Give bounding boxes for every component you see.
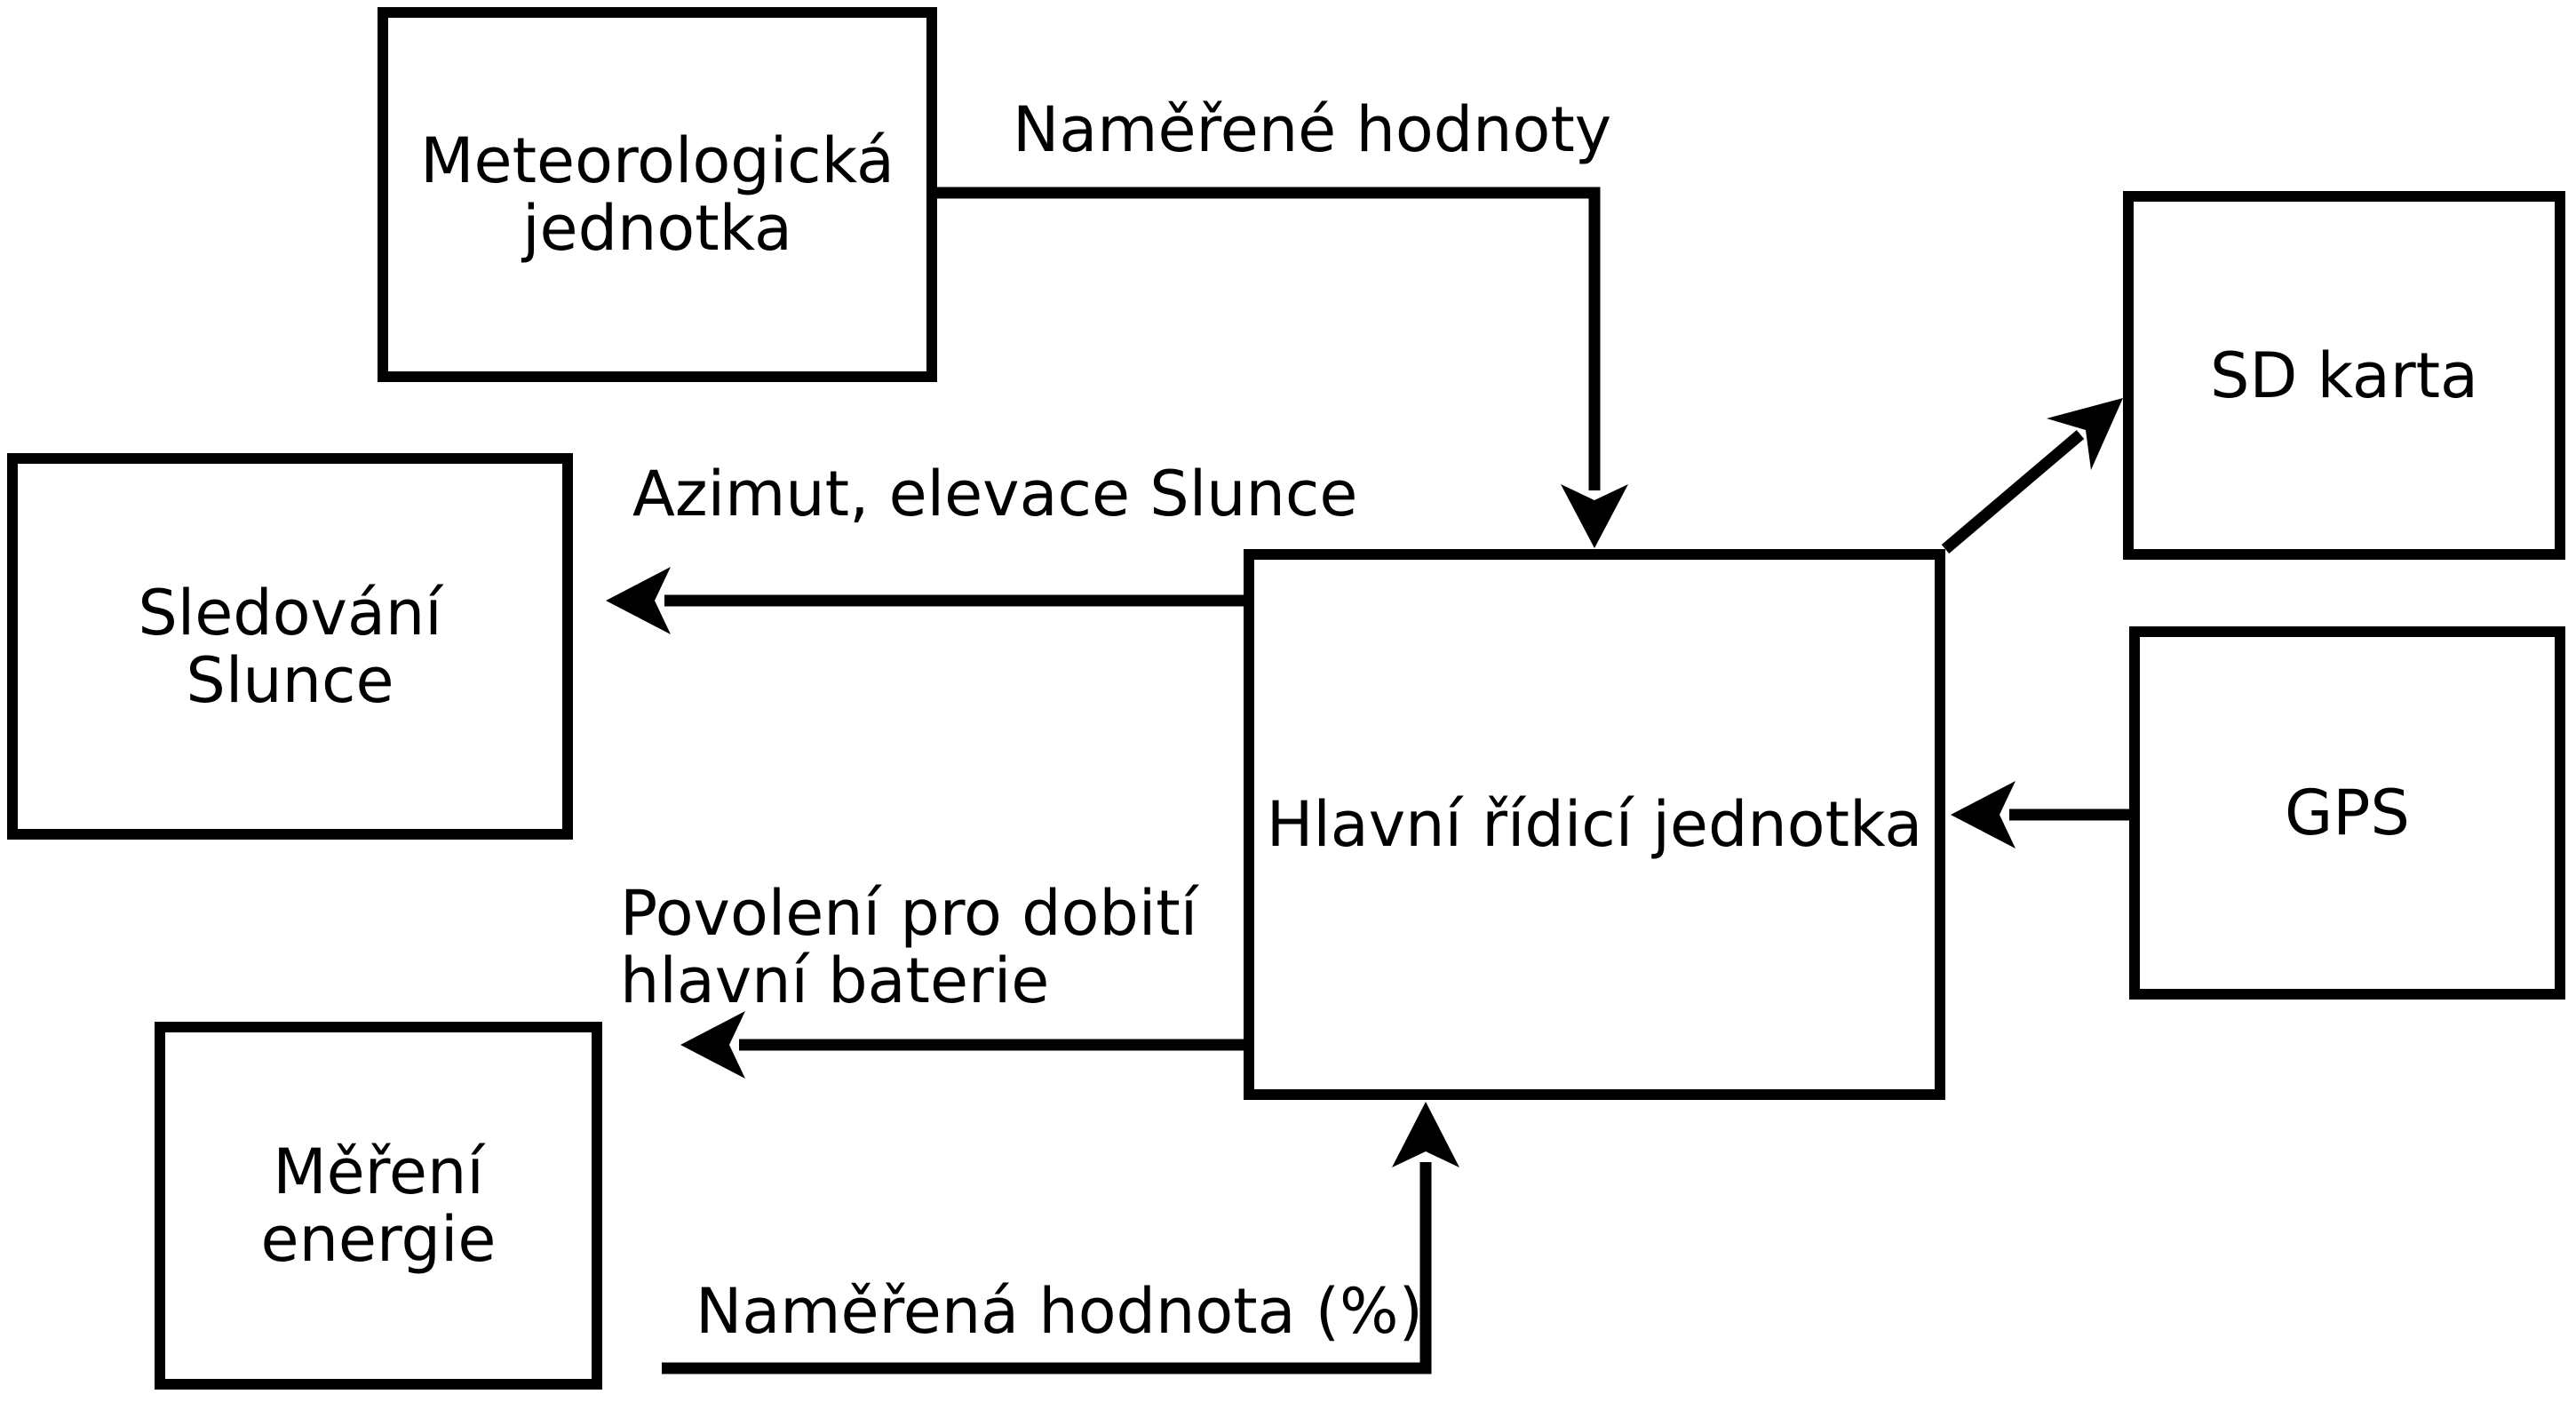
- arrow-namerena-hodnota-line: [662, 1162, 1432, 1374]
- arrow-povoleni-head: [680, 1011, 745, 1079]
- box-hlavni-ridici-jednotka: Hlavní řídicí jednotka: [1244, 549, 1945, 1100]
- arrow-povoleni: [680, 1011, 1244, 1079]
- arrow-gps-head: [1951, 781, 2015, 848]
- box-sledovani-slunce-line1: Sledování: [138, 576, 442, 649]
- box-gps: GPS: [2129, 626, 2565, 1000]
- box-meteorologicka-jednotka-line1: Meteorologická: [420, 124, 894, 197]
- box-sd-karta-label: SD karta: [2210, 339, 2478, 412]
- edge-label-namerena-hodnota: Naměřená hodnota (%): [696, 1275, 1423, 1348]
- box-gps-label: GPS: [2285, 777, 2410, 849]
- arrow-namerene-hodnoty: [937, 187, 1628, 548]
- box-mereni-energie: Měření energie: [155, 1022, 602, 1390]
- arrow-sd-karta-head: [2047, 398, 2123, 470]
- box-sd-karta: SD karta: [2123, 191, 2565, 560]
- box-mereni-energie-line2: energie: [260, 1203, 497, 1276]
- edge-label-namerene-hodnoty: Naměřené hodnoty: [1013, 93, 1612, 166]
- arrow-azimut-elevace: [606, 567, 1244, 634]
- arrow-namerena-hodnota: [662, 1102, 1459, 1374]
- arrow-gps: [1951, 781, 2129, 848]
- edge-label-azimut-elevace-slunce: Azimut, elevace Slunce: [632, 458, 1358, 530]
- edge-label-povoleni-line2: hlavní baterie: [620, 944, 1050, 1017]
- arrow-namerena-hodnota-head: [1392, 1102, 1459, 1167]
- arrow-namerene-hodnoty-head: [1561, 484, 1628, 548]
- arrow-sd-karta: [1941, 398, 2123, 554]
- arrow-azimut-elevace-head: [606, 567, 671, 634]
- box-meteorologicka-jednotka-line2: jednotka: [522, 192, 792, 265]
- box-sledovani-slunce-line2: Slunce: [186, 643, 394, 717]
- edge-label-povoleni-line1: Povolení pro dobití: [620, 877, 1198, 950]
- edge-label-povoleni-pro-dobiti: Povolení pro dobití hlavní baterie: [620, 880, 1197, 1015]
- box-sledovani-slunce: Sledování Slunce: [7, 453, 573, 840]
- arrow-sd-karta-line: [1941, 430, 2085, 554]
- box-mereni-energie-line1: Měření: [273, 1135, 484, 1208]
- arrow-namerene-hodnoty-line: [937, 187, 1601, 490]
- box-meteorologicka-jednotka: Meteorologická jednotka: [378, 7, 937, 382]
- box-hlavni-ridici-jednotka-label: Hlavní řídicí jednotka: [1266, 788, 1923, 861]
